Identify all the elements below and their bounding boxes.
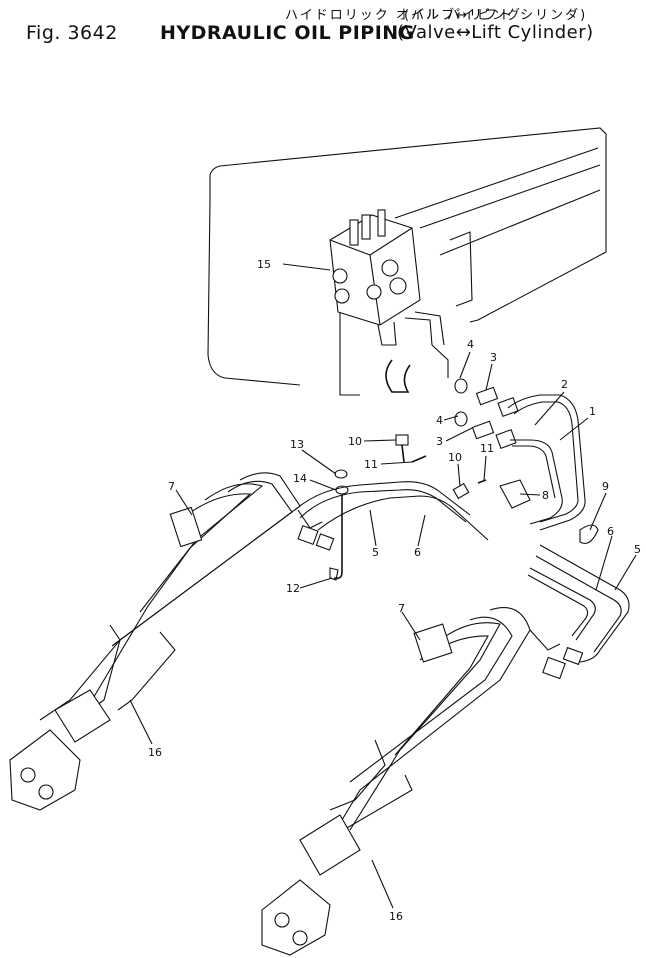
callout-10-lower: 10 xyxy=(448,451,462,464)
callout-11-left: 11 xyxy=(364,458,378,471)
callout-6-left: 6 xyxy=(414,546,421,559)
callout-5-right: 5 xyxy=(634,543,641,556)
callout-6-right: 6 xyxy=(607,525,614,538)
callout-3-upper: 3 xyxy=(490,351,497,364)
callout-labels: 15 4 3 2 1 10 3 4 13 11 10 11 8 14 9 7 5… xyxy=(148,258,641,923)
callout-2: 2 xyxy=(561,378,568,391)
callout-15: 15 xyxy=(257,258,271,271)
callout-9: 9 xyxy=(602,480,609,493)
figure-number: Fig. 3642 xyxy=(26,22,118,44)
callout-16-right: 16 xyxy=(389,910,403,923)
figure-title-japanese: ハイドロリック オイル パイピング xyxy=(285,8,523,23)
callout-14: 14 xyxy=(293,472,307,485)
callout-4-lower: 4 xyxy=(436,414,443,427)
chassis-frame xyxy=(207,127,607,386)
callout-8: 8 xyxy=(542,489,549,502)
callout-leaders xyxy=(129,263,637,909)
callout-11-right: 11 xyxy=(480,442,494,455)
figure-title: HYDRAULIC OIL PIPING xyxy=(160,22,415,44)
callout-1: 1 xyxy=(589,405,596,418)
figure-subtitle: (Valve↔Lift Cylinder) xyxy=(397,22,594,43)
callout-4-upper: 4 xyxy=(467,338,474,351)
callout-5-left: 5 xyxy=(372,546,379,559)
callout-16-left: 16 xyxy=(148,746,162,759)
callout-12: 12 xyxy=(286,582,300,595)
figure-subtitle-japanese: (バルブ↔リフト シリンダ) xyxy=(404,8,588,23)
callout-13: 13 xyxy=(290,438,304,451)
left-lift-cylinder xyxy=(9,472,335,811)
fittings-group xyxy=(329,378,599,581)
figure-header: ハイドロリック オイル パイピング (バルブ↔リフト シリンダ) Fig. 36… xyxy=(0,0,646,64)
callout-7-left: 7 xyxy=(168,480,175,493)
callout-3-lower: 3 xyxy=(436,435,443,448)
pipe-routing xyxy=(294,394,630,663)
callout-7-right: 7 xyxy=(398,602,405,615)
callout-10-upper: 10 xyxy=(348,435,362,448)
right-lift-cylinder xyxy=(261,606,584,956)
control-valve xyxy=(329,209,449,396)
